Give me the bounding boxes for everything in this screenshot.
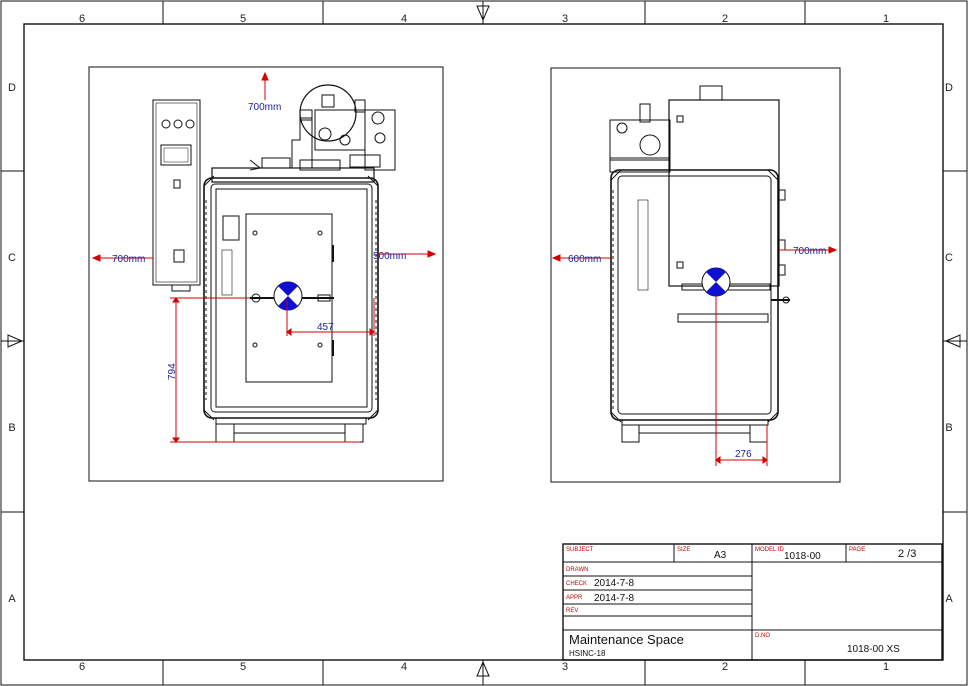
col-label-3-bottom: 3	[562, 661, 568, 673]
row-label-b: B	[8, 422, 15, 434]
left-dimensions	[91, 71, 437, 443]
drawing-subtitle: HSINC-18	[569, 649, 606, 658]
title-block-values: A3 1018-00 2 /3 2014-7-8 2014-7-8 Mainte…	[569, 548, 916, 658]
size-label: SIZE	[677, 547, 690, 553]
col-label-1: 1	[883, 13, 889, 25]
dno-value: 1018-00 XS	[847, 644, 900, 655]
right-dim-labels: 600mm 700mm 276	[568, 246, 826, 460]
col-label-2: 2	[722, 13, 728, 25]
center-marker-right	[701, 267, 731, 297]
title-block-labels: SUBJECT SIZE MODEL ID PAGE DRAWN CHECK A…	[566, 547, 865, 639]
drawing-title: Maintenance Space	[569, 632, 684, 647]
right-view: 600mm 700mm 276	[550, 67, 841, 483]
col-label-6: 6	[79, 13, 85, 25]
border-labels: 6 5 4 3 2 1 6 5 4 3 2 1 D C B A D C B A	[8, 13, 953, 673]
right-dim-left: 600mm	[568, 254, 601, 265]
row-label-c: C	[8, 252, 16, 264]
appr-label: APPR	[566, 595, 583, 601]
left-dim-arm: 457	[317, 322, 334, 333]
row-label-a: A	[8, 593, 16, 605]
col-label-2-bottom: 2	[722, 661, 728, 673]
left-dim-top: 700mm	[248, 102, 281, 113]
rev-label: REV	[566, 608, 578, 614]
row-label-d: D	[8, 82, 16, 94]
col-label-4-bottom: 4	[401, 661, 407, 673]
left-view: 700mm 700mm 500mm 457 794	[88, 66, 444, 482]
col-label-5: 5	[240, 13, 246, 25]
model-label: MODEL ID	[755, 547, 784, 553]
left-dim-left: 700mm	[112, 254, 145, 265]
model-value: 1018-00	[784, 551, 821, 562]
page-value: 2 /3	[898, 548, 916, 560]
col-label-5-bottom: 5	[240, 661, 246, 673]
row-label-b-right: B	[945, 422, 952, 434]
right-dim-bottom: 276	[735, 449, 752, 460]
check-label: CHECK	[566, 581, 587, 587]
machine-side	[609, 85, 790, 443]
subject-label: SUBJECT	[566, 547, 594, 553]
title-block	[562, 543, 943, 661]
size-value: A3	[714, 550, 727, 561]
col-label-4: 4	[401, 13, 407, 25]
col-label-3: 3	[562, 13, 568, 25]
center-marker-left	[273, 281, 303, 311]
left-dim-right: 500mm	[373, 251, 406, 262]
row-label-c-right: C	[945, 252, 953, 264]
dno-label: D.NO	[755, 633, 770, 639]
left-dim-height: 794	[167, 363, 178, 380]
right-dim-right: 700mm	[793, 246, 826, 257]
check-date: 2014-7-8	[594, 578, 634, 589]
col-label-1-bottom: 1	[883, 661, 889, 673]
col-label-6-bottom: 6	[79, 661, 85, 673]
left-view-frame	[88, 66, 444, 482]
right-view-frame	[550, 67, 841, 483]
appr-date: 2014-7-8	[594, 593, 634, 604]
row-label-d-right: D	[945, 82, 953, 94]
drawn-label: DRAWN	[566, 567, 588, 573]
left-dim-labels: 700mm 700mm 500mm 457 794	[112, 102, 406, 380]
page-label: PAGE	[849, 547, 865, 553]
row-label-a-right: A	[945, 593, 953, 605]
right-dimensions	[551, 246, 838, 466]
machine-front	[152, 84, 396, 443]
